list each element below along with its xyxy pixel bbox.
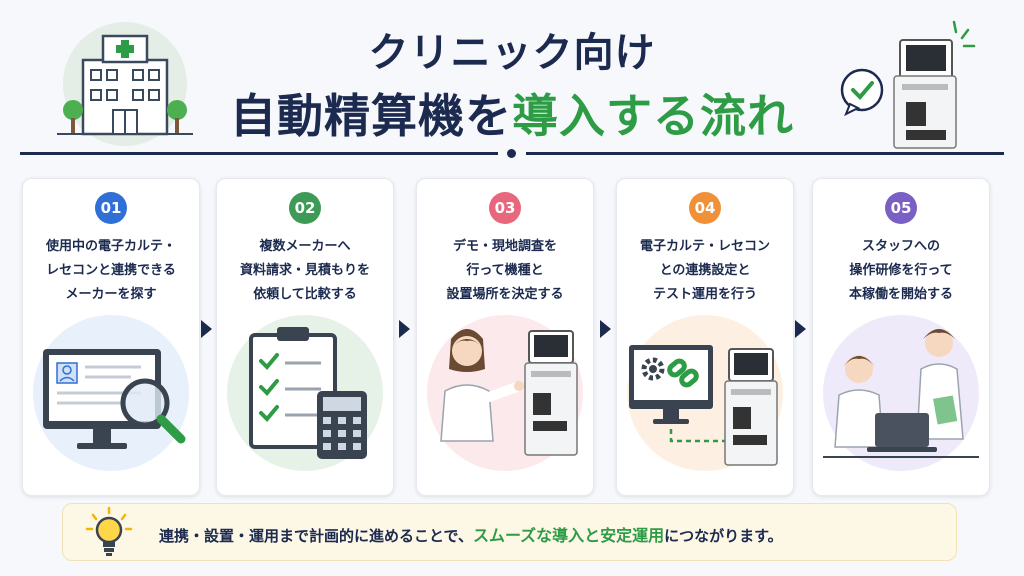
step-description: 使用中の電子カルテ・ レセコンと連携できる メーカーを探す (45, 239, 176, 302)
title-rule-left (20, 152, 498, 155)
footer-note: 連携・設置・運用まで計画的に進めることで、スムーズな導入と安定運用につながります… (62, 503, 957, 561)
nurses-laptop-icon (823, 315, 979, 471)
clinic-building-icon (57, 22, 193, 146)
footer-text-before: 連携・設置・運用まで計画的に進めることで、 (159, 527, 473, 545)
footer-text-after: につながります。 (664, 527, 783, 545)
clipboard-calculator-icon (227, 315, 383, 471)
page-title-line2: 自動精算機を導入する流れ (0, 80, 1024, 146)
step-card-05: 05 スタッフへの 操作研修を行って 本稼働を開始する (812, 178, 990, 496)
step-number-badge: 04 (689, 192, 721, 224)
step-card-04: 04 電子カルテ・レセコン との連携設定と テスト運用を行う (616, 178, 794, 496)
title-part-navy: 自動精算機を (230, 89, 512, 143)
title-rule-dot (507, 149, 516, 158)
footer-text: 連携・設置・運用まで計画的に進めることで、スムーズな導入と安定運用につながります… (159, 522, 783, 546)
step-card-03: 03 デモ・現地調査を 行って機種と 設置場所を決定する (416, 178, 594, 496)
staff-demo-kiosk-icon (427, 315, 583, 471)
step-description: 複数メーカーへ 資料請求・見積もりを 依頼して比較する (239, 239, 370, 302)
step-card-02: 02 複数メーカーへ 資料請求・見積もりを 依頼して比較する (216, 178, 394, 496)
step-number-badge: 05 (885, 192, 917, 224)
monitor-link-kiosk-icon (627, 315, 783, 471)
page-title-line1: クリニック向け (368, 30, 656, 76)
step-arrow-2 (399, 320, 410, 338)
step-description: デモ・現地調査を 行って機種と 設置場所を決定する (446, 239, 564, 302)
title-rule-right (526, 152, 1004, 155)
lightbulb-icon (85, 506, 133, 556)
footer-highlight: スムーズな導入と安定運用 (472, 526, 665, 545)
step-card-01: 01 使用中の電子カルテ・ レセコンと連携できる メーカーを探す (22, 178, 200, 496)
step-arrow-3 (600, 320, 611, 338)
step-number-badge: 01 (95, 192, 127, 224)
step-arrow-1 (201, 320, 212, 338)
kiosk-checkmark-icon (840, 20, 976, 149)
step-description: スタッフへの 操作研修を行って 本稼働を開始する (848, 239, 953, 302)
step-number-badge: 03 (489, 192, 521, 224)
monitor-magnifier-icon (33, 315, 189, 471)
step-number-badge: 02 (289, 192, 321, 224)
step-description: 電子カルテ・レセコン との連携設定と テスト運用を行う (639, 239, 770, 302)
step-arrow-4 (795, 320, 806, 338)
title-part-green: 導入する流れ (512, 89, 794, 143)
